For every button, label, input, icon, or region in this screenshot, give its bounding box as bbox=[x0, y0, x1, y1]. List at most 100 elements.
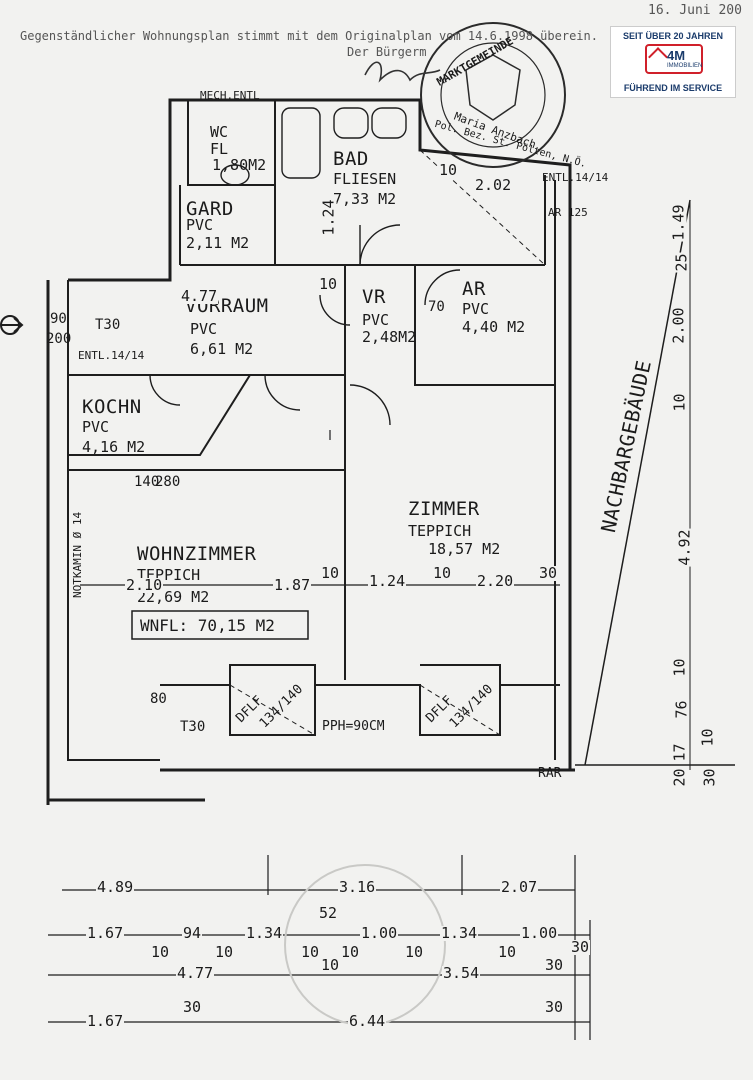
wohnzimmer-area: 22,69 M2 bbox=[137, 588, 210, 606]
zimmer-name: ZIMMER bbox=[408, 498, 480, 520]
dim-right-9: 17 bbox=[670, 742, 689, 763]
dim-right-6: 10 bbox=[670, 657, 689, 678]
wohnzimmer-name: WOHNZIMMER bbox=[137, 543, 257, 565]
dim-row4-b: 30 bbox=[182, 998, 203, 1016]
wc-name: WC bbox=[210, 123, 229, 141]
dim-wall-10a: 10 bbox=[318, 275, 339, 293]
dim-right-7: 76 bbox=[672, 699, 691, 720]
entrance-door-width: 90 bbox=[50, 311, 67, 327]
dim-right-4: 10 bbox=[670, 392, 689, 413]
dim-right-5: 4.92 bbox=[675, 528, 694, 567]
dim-zimmer-right: 2.20 bbox=[476, 572, 515, 590]
kochn-area: 4,16 M2 bbox=[82, 438, 146, 456]
dim-right-11: 30 bbox=[700, 767, 719, 788]
gard-name: GARD bbox=[186, 198, 234, 220]
dim-row2b-c: 10 bbox=[300, 943, 321, 961]
dim-zimmer-left: 1.24 bbox=[368, 572, 407, 590]
company-logo-badge: SEIT ÜBER 20 JAHREN 4M IMMOBILIEN FÜHREN… bbox=[610, 26, 736, 98]
zimmer-floor: TEPPICH bbox=[408, 522, 472, 540]
dim-row3-d: 30 bbox=[544, 956, 565, 974]
ar-name: AR bbox=[462, 278, 486, 300]
dim-row3-a: 4.77 bbox=[176, 964, 215, 982]
plan-note: Gegenständlicher Wohnungsplan stimmt mit… bbox=[20, 29, 598, 43]
dim-vorraum-width: 4.77 bbox=[180, 287, 219, 305]
dim-row2-c: 1.34 bbox=[245, 924, 284, 942]
dim-row2-e: 1.00 bbox=[360, 924, 399, 942]
bad-area: 7,33 M2 bbox=[333, 190, 397, 208]
badge-bottom-text: FÜHREND IM SERVICE bbox=[623, 83, 723, 93]
vorraum-floor: PVC bbox=[190, 320, 218, 338]
vent-label-ar: ENTL.14/14 bbox=[542, 171, 609, 184]
dim-right-3: 2.00 bbox=[669, 306, 688, 345]
dim-row4-d: 30 bbox=[544, 998, 565, 1016]
gard-floor: PVC bbox=[186, 216, 214, 234]
dim-row2b-d: 10 bbox=[340, 943, 361, 961]
badge-brand: 4M bbox=[667, 48, 686, 63]
kochn-floor: PVC bbox=[82, 418, 110, 436]
dim-bad-depth: 1.24 bbox=[319, 198, 338, 237]
gard-area: 2,11 M2 bbox=[186, 234, 250, 252]
dim-wall-10c: 10 bbox=[320, 564, 341, 582]
vr-name: VR bbox=[362, 286, 386, 308]
dim-wohn-left: 2.10 bbox=[125, 576, 164, 594]
dim-row1-a: 4.89 bbox=[96, 878, 135, 896]
dim-row2b-a: 10 bbox=[150, 943, 171, 961]
zimmer-area: 18,57 M2 bbox=[428, 540, 501, 558]
chimney-label: NOTKAMIN Ø 14 bbox=[71, 511, 84, 598]
balcony-door-rating: T30 bbox=[180, 719, 206, 735]
dim-row3-b: 10 bbox=[320, 956, 341, 974]
dim-row2-a: 1.67 bbox=[86, 924, 125, 942]
dim-row2-b: 94 bbox=[182, 924, 203, 942]
dim-wohn-right: 1.87 bbox=[273, 576, 312, 594]
dim-right-10: 20 bbox=[670, 767, 689, 788]
dim-wall-10d: 10 bbox=[432, 564, 453, 582]
dim-row1-b: 3.16 bbox=[338, 878, 377, 896]
ar-area: 4,40 M2 bbox=[462, 318, 526, 336]
dim-ar-width: 2.02 bbox=[474, 176, 513, 194]
vent-label-kitchen: ENTL.14/14 bbox=[78, 349, 145, 362]
dim-outer-30: 30 bbox=[538, 564, 559, 582]
dim-row4-c: 6.44 bbox=[348, 1012, 387, 1030]
mech-vent-label: MECH.ENTL bbox=[200, 89, 260, 102]
vorraum-area: 6,61 M2 bbox=[190, 340, 254, 358]
ar-size-label: AR 125 bbox=[548, 206, 588, 219]
dim-wall-10b: 10 bbox=[438, 161, 459, 179]
entrance-door-height: 200 bbox=[46, 331, 72, 347]
dim-row4-a: 1.67 bbox=[86, 1012, 125, 1030]
dim-row2b-f: 10 bbox=[497, 943, 518, 961]
dim-row2-d: 52 bbox=[318, 904, 339, 922]
wc-area: 1,80M2 bbox=[212, 156, 267, 174]
kitchen-pass-height: 280 bbox=[155, 474, 181, 490]
parapet-height-label: PPH=90CM bbox=[322, 719, 385, 734]
plan-date: 16. Juni 200 bbox=[648, 3, 742, 18]
dim-right-2: 25 bbox=[672, 252, 691, 273]
bad-name: BAD bbox=[333, 148, 369, 170]
vr-area: 2,48M2 bbox=[362, 328, 417, 346]
dim-row1-c: 2.07 bbox=[500, 878, 539, 896]
ar-door-width: 70 bbox=[428, 299, 445, 315]
house-logo-icon: 4M IMMOBILIEN bbox=[645, 44, 703, 74]
entrance-door-rating: T30 bbox=[95, 317, 121, 333]
kochn-name: KOCHN bbox=[82, 396, 142, 418]
kitchen-pass-width: 140 bbox=[134, 474, 160, 490]
dim-right-8: 10 bbox=[698, 727, 717, 748]
rar-label: RAR bbox=[538, 766, 562, 781]
dim-row2-g: 1.00 bbox=[520, 924, 559, 942]
total-living-area: WNFL: 70,15 M2 bbox=[140, 616, 275, 635]
dim-row3-c: 3.54 bbox=[442, 964, 481, 982]
dim-row2-h: 30 bbox=[570, 938, 591, 956]
ar-floor: PVC bbox=[462, 300, 490, 318]
wc-floor: FL bbox=[210, 140, 229, 158]
badge-brand-sub: IMMOBILIEN bbox=[667, 63, 703, 69]
balcony-door-width: 80 bbox=[150, 691, 167, 707]
badge-top-text: SEIT ÜBER 20 JAHREN bbox=[622, 31, 724, 41]
dim-row2b-b: 10 bbox=[214, 943, 235, 961]
signer-label: Der Bürgerm bbox=[347, 45, 427, 59]
bad-floor: FLIESEN bbox=[333, 170, 397, 188]
vr-floor: PVC bbox=[362, 311, 390, 329]
dim-row2-f: 1.34 bbox=[440, 924, 479, 942]
dim-right-1: 1.49 bbox=[669, 203, 688, 242]
dim-row2b-e: 10 bbox=[404, 943, 425, 961]
